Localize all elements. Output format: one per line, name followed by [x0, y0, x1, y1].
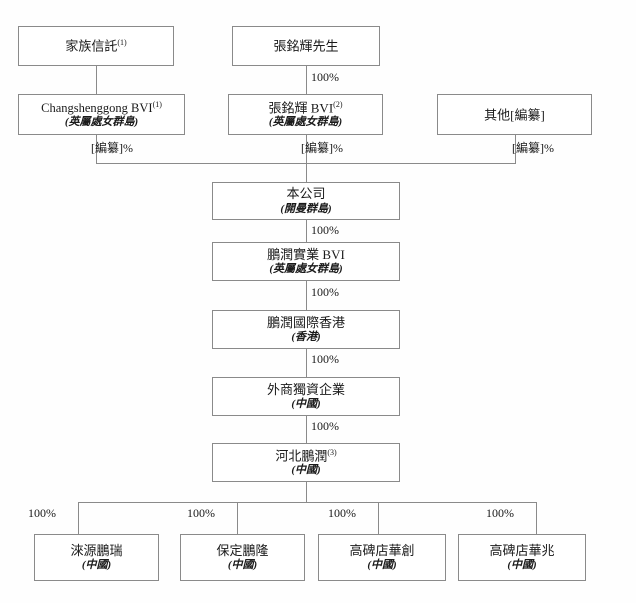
node-hebei-pengrun-subtitle: (中國)	[291, 464, 321, 477]
node-company-title: 本公司	[286, 186, 326, 202]
node-pengrun-hk: 鵬潤國際香港 (香港)	[212, 310, 400, 349]
node-mr-zhang: 張銘輝先生	[232, 26, 380, 66]
edge-changshenggong-drop	[96, 135, 97, 163]
node-laiyuan-pengrui-title: 淶源鵬瑞	[70, 542, 123, 558]
edge-label-company-to-pengrun-bvi: 100%	[311, 223, 339, 237]
subsidiary-bus-line	[78, 502, 536, 503]
node-wfoe-subtitle: (中國)	[291, 398, 321, 411]
node-gaobeidian-huazhao: 高碑店華兆 (中國)	[458, 534, 586, 581]
edge-others-drop	[515, 135, 516, 163]
node-baoding-penglong-title: 保定鵬隆	[216, 542, 269, 558]
edge-label-others-to-company: [編纂]%	[512, 141, 554, 155]
node-baoding-penglong: 保定鵬隆 (中國)	[180, 534, 305, 581]
node-gaobeidian-huachuang: 高碑店華創 (中國)	[318, 534, 446, 581]
node-changshenggong-bvi-footnote: (1)	[152, 99, 162, 109]
node-hebei-pengrun-footnote: (3)	[327, 447, 337, 457]
node-others-title: 其他[編纂]	[484, 107, 545, 122]
node-company-subtitle: (開曼群島)	[280, 202, 332, 215]
node-laiyuan-pengrui: 淶源鵬瑞 (中國)	[34, 534, 159, 581]
edge-label-hebei-to-baoding: 100%	[187, 506, 215, 520]
edge-hebei-stem	[306, 482, 307, 502]
node-changshenggong-bvi-title: Changshenggong BVI(1)	[41, 99, 162, 115]
node-pengrun-hk-title: 鵬潤國際香港	[266, 314, 345, 330]
node-changshenggong-bvi-subtitle: (英屬處女群島)	[64, 116, 139, 129]
edge-pengrun-bvi-to-pengrun-hk	[306, 281, 307, 310]
node-zhang-bvi-footnote: (2)	[333, 99, 343, 109]
edge-company-to-pengrun-bvi	[306, 220, 307, 242]
edge-label-zhang-bvi-to-company: [編纂]%	[301, 141, 343, 155]
node-zhang-bvi: 張銘輝 BVI(2) (英屬處女群島)	[228, 94, 383, 135]
node-family-trust: 家族信託(1)	[18, 26, 174, 66]
node-pengrun-bvi-title: 鵬潤實業 BVI	[267, 246, 345, 262]
edge-family-trust-to-changshenggong	[96, 66, 97, 94]
node-hebei-pengrun-title: 河北鵬潤(3)	[275, 447, 337, 464]
node-gaobeidian-huazhao-title: 高碑店華兆	[489, 542, 555, 558]
node-wfoe-title: 外商獨資企業	[266, 381, 345, 397]
edge-label-hebei-to-huachuang: 100%	[328, 506, 356, 520]
node-changshenggong-bvi: Changshenggong BVI(1) (英屬處女群島)	[18, 94, 185, 135]
edge-wfoe-to-hebei	[306, 416, 307, 443]
node-gaobeidian-huachuang-title: 高碑店華創	[349, 542, 415, 558]
edge-hebei-to-laiyuan	[78, 502, 79, 534]
node-company: 本公司 (開曼群島)	[212, 182, 400, 220]
node-mr-zhang-title: 張銘輝先生	[273, 38, 339, 54]
node-zhang-bvi-subtitle: (英屬處女群島)	[268, 116, 343, 129]
edge-bus-to-company	[306, 163, 307, 182]
edge-zhang-bvi-drop	[306, 135, 307, 163]
node-hebei-pengrun: 河北鵬潤(3) (中國)	[212, 443, 400, 482]
node-pengrun-bvi-subtitle: (英屬處女群島)	[269, 263, 343, 276]
edge-pengrun-hk-to-wfoe	[306, 349, 307, 377]
edge-hebei-to-huachuang	[378, 502, 379, 534]
node-pengrun-hk-subtitle: (香港)	[291, 331, 321, 344]
node-laiyuan-pengrui-subtitle: (中國)	[81, 559, 112, 572]
edge-label-pengrun-bvi-to-pengrun-hk: 100%	[311, 285, 339, 299]
edge-label-hebei-to-laiyuan: 100%	[28, 506, 56, 520]
node-zhang-bvi-title: 張銘輝 BVI(2)	[268, 99, 343, 116]
node-others: 其他[編纂]	[437, 94, 592, 135]
node-family-trust-footnote: (1)	[117, 38, 127, 48]
node-pengrun-bvi: 鵬潤實業 BVI (英屬處女群島)	[212, 242, 400, 281]
node-baoding-penglong-subtitle: (中國)	[227, 559, 258, 572]
edge-label-wfoe-to-hebei: 100%	[311, 419, 339, 433]
edge-label-mr-zhang-to-zhang-bvi: 100%	[311, 70, 339, 84]
edge-hebei-to-huazhao	[536, 502, 537, 534]
edge-hebei-to-baoding	[237, 502, 238, 534]
node-family-trust-title: 家族信託(1)	[65, 38, 127, 54]
node-gaobeidian-huachuang-subtitle: (中國)	[367, 559, 397, 572]
edge-label-pengrun-hk-to-wfoe: 100%	[311, 352, 339, 366]
edge-label-hebei-to-huazhao: 100%	[486, 506, 514, 520]
edge-mr-zhang-to-zhang-bvi	[306, 66, 307, 94]
node-gaobeidian-huazhao-subtitle: (中國)	[507, 559, 537, 572]
edge-label-changshenggong-to-company: [編纂]%	[91, 141, 133, 155]
node-wfoe: 外商獨資企業 (中國)	[212, 377, 400, 416]
